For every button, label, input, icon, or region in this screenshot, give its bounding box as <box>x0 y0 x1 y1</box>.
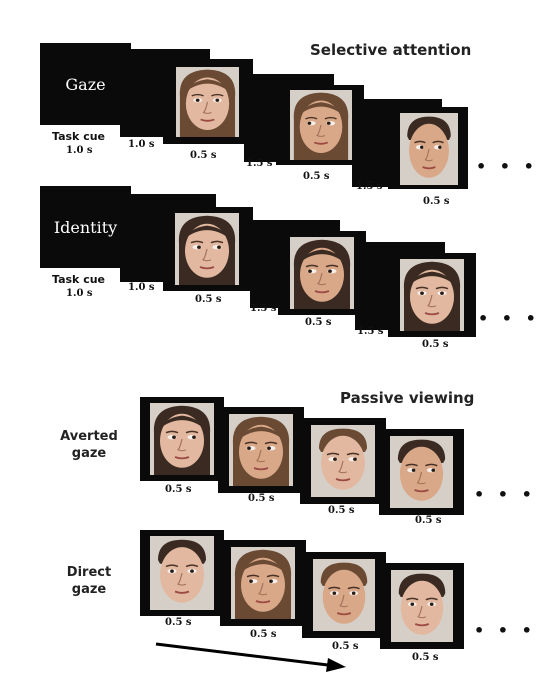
face-duration: 0.5 s <box>248 493 275 504</box>
face-duration: 0.5 s <box>332 641 359 652</box>
face-duration: 0.5 s <box>303 171 330 182</box>
passive-viewing-title: Passive viewing <box>340 389 475 407</box>
condition-label-line: Direct <box>66 565 112 580</box>
face-image <box>400 113 458 185</box>
face-duration: 0.5 s <box>165 617 192 628</box>
time-arrow <box>155 642 346 672</box>
face-frame <box>218 407 304 493</box>
face-frame <box>388 253 476 337</box>
task-cue-frame-identity: Identity <box>40 186 131 268</box>
continuation-ellipsis: • • • <box>474 485 536 504</box>
condition-label-direct: Direct gaze <box>58 564 120 598</box>
time-arrow-shaft <box>155 642 337 668</box>
blank-duration: 1.5 s <box>357 326 384 337</box>
face-frame <box>302 552 386 638</box>
face-image <box>290 90 352 160</box>
face-image <box>150 403 214 475</box>
task-cue-frame-gaze: Gaze <box>40 43 131 125</box>
time-arrow-head <box>326 658 346 672</box>
face-duration: 0.5 s <box>415 515 442 526</box>
face-frame <box>163 207 253 291</box>
face-duration: 0.5 s <box>423 196 450 207</box>
task-cue-duration: 1.0 s <box>66 145 93 156</box>
face-image <box>175 213 239 285</box>
face-duration: 0.5 s <box>412 652 439 663</box>
face-frame <box>220 540 306 626</box>
blank-duration: 1.5 s <box>356 181 383 192</box>
task-cue-label: Task cue <box>52 273 106 286</box>
continuation-ellipsis: • • • <box>478 309 540 328</box>
face-image <box>391 570 453 642</box>
face-duration: 0.5 s <box>195 294 222 305</box>
face-image <box>231 547 295 619</box>
blank-duration: 1.0 s <box>128 139 155 150</box>
blank-duration: 1.5 s <box>250 303 277 314</box>
face-image <box>150 536 214 610</box>
task-cue-word: Identity <box>53 217 118 237</box>
face-duration: 0.5 s <box>328 505 355 516</box>
face-frame <box>379 429 464 515</box>
condition-label-line: gaze <box>71 582 107 597</box>
continuation-ellipsis: • • • <box>476 157 538 176</box>
task-cue-word: Gaze <box>65 74 106 94</box>
face-frame <box>380 563 464 649</box>
face-frame <box>276 85 364 165</box>
face-duration: 0.5 s <box>190 150 217 161</box>
face-image <box>390 436 453 508</box>
face-frame <box>140 530 224 616</box>
face-frame <box>163 59 253 144</box>
face-image <box>313 559 375 631</box>
face-image <box>311 425 375 497</box>
continuation-ellipsis: • • • <box>474 621 536 640</box>
condition-label-line: Averted <box>60 429 118 444</box>
face-image <box>290 237 354 309</box>
face-image <box>400 259 464 331</box>
face-image <box>176 67 239 137</box>
blank-duration: 1.0 s <box>128 282 155 293</box>
face-frame <box>140 397 224 481</box>
task-cue-label: Task cue <box>52 130 106 143</box>
face-duration: 0.5 s <box>305 317 332 328</box>
face-frame <box>300 418 386 504</box>
face-duration: 0.5 s <box>422 339 449 350</box>
selective-attention-title: Selective attention <box>310 41 472 59</box>
face-frame <box>388 107 468 189</box>
face-frame <box>278 231 366 315</box>
task-cue-duration: 1.0 s <box>66 288 93 299</box>
face-image <box>229 414 293 486</box>
condition-label-averted: Averted gaze <box>58 428 120 462</box>
face-duration: 0.5 s <box>250 629 277 640</box>
face-duration: 0.5 s <box>165 484 192 495</box>
blank-duration: 1.5 s <box>246 158 273 169</box>
condition-label-line: gaze <box>71 446 107 461</box>
